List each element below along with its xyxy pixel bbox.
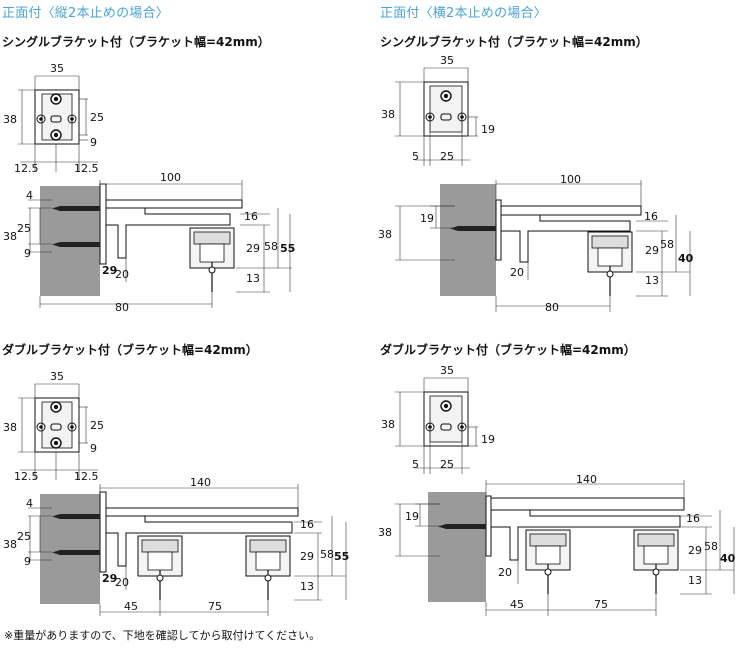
dim-16-bl: 16 — [300, 518, 314, 531]
dim-5-br: 5 — [412, 458, 419, 471]
dim-lines-side-single-horizontal — [395, 180, 691, 312]
dim-20: 20 — [115, 268, 129, 281]
dim-58-r: 58 — [660, 238, 674, 251]
dim-19-br: 19 — [481, 433, 495, 446]
footnote: ※重量がありますので、下地を確認してから取付けてください。 — [4, 629, 321, 642]
dim-lines-front-double-horizontal — [395, 377, 478, 474]
dim-13-bl: 13 — [300, 580, 314, 593]
side-view-single-vertical — [40, 183, 243, 296]
dim-12-5-right: 12.5 — [74, 162, 99, 175]
dim-19-side-br: 19 — [405, 510, 419, 523]
dim-100-r: 100 — [560, 173, 581, 186]
plate-front-view-double-horizontal — [423, 391, 469, 447]
dim-19-r: 19 — [481, 123, 495, 136]
dim-38-side-br: 38 — [378, 526, 392, 539]
dim-75: 75 — [208, 600, 222, 613]
dim-16-r: 16 — [644, 210, 658, 223]
dim-35-br: 35 — [440, 364, 454, 377]
dim-25-br: 25 — [440, 458, 454, 471]
dim-19-side-r: 19 — [420, 212, 434, 225]
dim-80: 80 — [115, 301, 129, 314]
header-vertical-mount: 正面付〈縦2本止めの場合〉 — [2, 6, 169, 21]
dim-20-br: 20 — [498, 566, 512, 579]
dim-20-bl: 20 — [115, 576, 129, 589]
dim-100: 100 — [160, 171, 181, 184]
dim-lines-side-single-vertical — [28, 180, 292, 308]
dim-29-bl: 29 — [300, 550, 314, 563]
dim-lines-side-double-horizontal — [395, 480, 735, 616]
dim-9-side: 9 — [24, 247, 31, 260]
dim-13-r: 13 — [645, 274, 659, 287]
dim-lines-side-double-vertical — [28, 484, 347, 616]
dim-38-bl: 38 — [3, 421, 17, 434]
dim-58-br: 58 — [704, 540, 718, 553]
dim-38-r: 38 — [381, 108, 395, 121]
dim-25: 25 — [90, 111, 104, 124]
dim-9: 9 — [90, 136, 97, 149]
dim-lines-front-single-vertical — [18, 75, 98, 172]
dim-5-r: 5 — [412, 150, 419, 163]
dim-140-br: 140 — [576, 473, 597, 486]
dim-13-br: 13 — [688, 574, 702, 587]
dim-20-r: 20 — [510, 266, 524, 279]
dim-55-bold-bl: 55 — [334, 550, 349, 563]
plate-front-view-single-horizontal — [423, 81, 469, 137]
dim-45-br: 45 — [510, 598, 524, 611]
dim-58: 58 — [264, 240, 278, 253]
subtitle-double-horizontal: ダブルブラケット付（ブラケット幅=42mm） — [380, 343, 636, 357]
dim-40-bold-br: 40 — [720, 552, 736, 565]
dim-4: 4 — [26, 189, 33, 202]
plate-front-view-single-vertical — [34, 89, 80, 145]
dim-25-side-bl: 25 — [17, 530, 31, 543]
dim-38-side: 38 — [3, 230, 17, 243]
dim-29-br: 29 — [688, 544, 702, 557]
dim-140: 140 — [190, 476, 211, 489]
dim-35-r: 35 — [440, 54, 454, 67]
dim-lines-front-single-horizontal — [395, 67, 478, 166]
side-view-double-horizontal — [428, 492, 685, 602]
dim-16-br: 16 — [686, 512, 700, 525]
dim-4-bl: 4 — [26, 497, 33, 510]
dim-29-bold: 29 — [102, 264, 117, 277]
dim-lines-front-double-vertical — [18, 383, 98, 480]
dim-25-side: 25 — [17, 222, 31, 235]
dim-38-side-r: 38 — [378, 228, 392, 241]
dim-75-br: 75 — [594, 598, 608, 611]
dim-80-r: 80 — [545, 301, 559, 314]
dim-29-r: 29 — [645, 244, 659, 257]
dim-40-bold-r: 40 — [678, 252, 694, 265]
dim-9-bl: 9 — [90, 442, 97, 455]
side-view-double-vertical — [40, 491, 299, 604]
dim-25-bl: 25 — [90, 419, 104, 432]
dim-29-bold-bl: 29 — [102, 572, 117, 585]
dim-12-5-right-bl: 12.5 — [74, 470, 99, 483]
dim-13: 13 — [246, 272, 260, 285]
dim-12-5-left: 12.5 — [14, 162, 39, 175]
dim-55-bold: 55 — [280, 242, 295, 255]
plate-front-view-double-vertical — [34, 397, 80, 453]
dim-45: 45 — [124, 600, 138, 613]
dim-25-r: 25 — [440, 150, 454, 163]
dim-29: 29 — [246, 242, 260, 255]
dim-58-bl: 58 — [320, 548, 334, 561]
header-horizontal-mount: 正面付〈横2本止めの場合〉 — [380, 6, 547, 21]
dim-16: 16 — [244, 210, 258, 223]
side-view-single-horizontal — [440, 184, 642, 296]
dim-38: 38 — [3, 113, 17, 126]
subtitle-double-vertical: ダブルブラケット付（ブラケット幅=42mm） — [2, 343, 258, 357]
dim-9-side-bl: 9 — [24, 555, 31, 568]
dim-12-5-left-bl: 12.5 — [14, 470, 39, 483]
dim-38-br: 38 — [381, 418, 395, 431]
subtitle-single-horizontal: シングルブラケット付（ブラケット幅=42mm） — [380, 35, 648, 49]
dim-38-side-bl: 38 — [3, 538, 17, 551]
dim-35: 35 — [50, 62, 64, 75]
subtitle-single-vertical: シングルブラケット付（ブラケット幅=42mm） — [2, 35, 270, 49]
dim-35-bl: 35 — [50, 370, 64, 383]
